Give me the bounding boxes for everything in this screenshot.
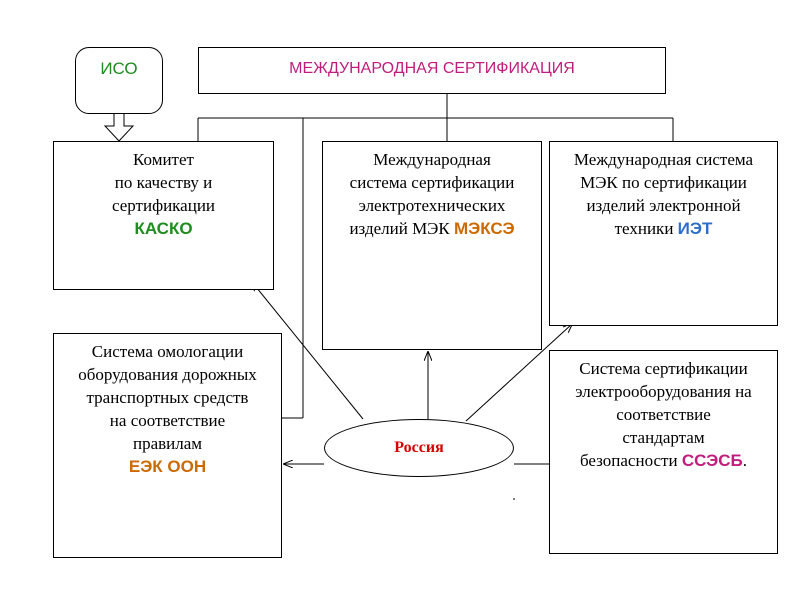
iet-line-4: техники ИЭТ [550,217,777,240]
meksye-last-prefix: изделий МЭК [349,219,454,238]
meksye-line-2: система сертификации [349,173,515,192]
meksye-abbr: МЭКСЭ [454,219,515,238]
ssesb-line-4: стандартам [622,428,705,447]
international-certification-title: МЕЖДУНАРОДНАЯ СЕРТИФИКАЦИЯ [289,60,575,77]
ssesb-line-3: соответствие [616,405,711,424]
eek-oon-box: Система омологации оборудования дорожных… [53,333,282,558]
kasko-line-2: по качеству и [114,173,213,192]
iso-label: ИСО [100,59,138,78]
ssesb-line-5: безопасности ССЭСБ. [550,449,777,472]
iet-line-3: изделий электронной [586,196,741,215]
russia-label: Россия [394,439,444,456]
ooh-line-5: правилам [132,434,203,453]
ooh-abbr: ЕЭК ООН [128,457,207,476]
ooh-line-2: оборудования дорожных [78,365,257,384]
iet-line-1: Международная система [573,150,754,169]
meksye-line-4: изделий МЭК МЭКСЭ [323,217,541,240]
russia-ellipse: Россия [324,419,514,477]
meksye-line-1: Международная [373,150,491,169]
iso-box: ИСО [75,47,163,114]
ssesb-last-prefix: безопасности [580,451,682,470]
kasko-line-1: Комитет [133,150,194,169]
ooh-line-1: Система омологации [91,342,244,361]
kasko-abbr: КАСКО [134,219,193,238]
iet-abbr: ИЭТ [677,219,713,238]
ssesb-line-1: Система сертификации [579,359,748,378]
ssesb-abbr: ССЭСБ [681,451,743,470]
international-certification-box: МЕЖДУНАРОДНАЯ СЕРТИФИКАЦИЯ [198,47,666,94]
arrow-russia-kasko [252,282,364,420]
arrow-russia-iet [465,324,572,422]
meksye-box: Международная система сертификации элект… [322,141,542,350]
ssesb-line-2: электрооборудования на [575,382,752,401]
ssesb-suffix: . [742,451,747,470]
iet-last-prefix: техники [614,219,678,238]
ooh-line-4: на соответствие [109,411,226,430]
iet-box: Международная система МЭК по сертификаци… [549,141,778,326]
iet-line-2: МЭК по сертификации [580,173,747,192]
ooh-line-3: транспортных средств [86,388,249,407]
kasko-box: Комитет по качеству и сертификации КАСКО [53,141,274,290]
ssesb-box: Система сертификации электрооборудования… [549,350,778,554]
meksye-line-3: электротехнических [358,196,506,215]
kasko-line-3: сертификации [111,196,216,215]
